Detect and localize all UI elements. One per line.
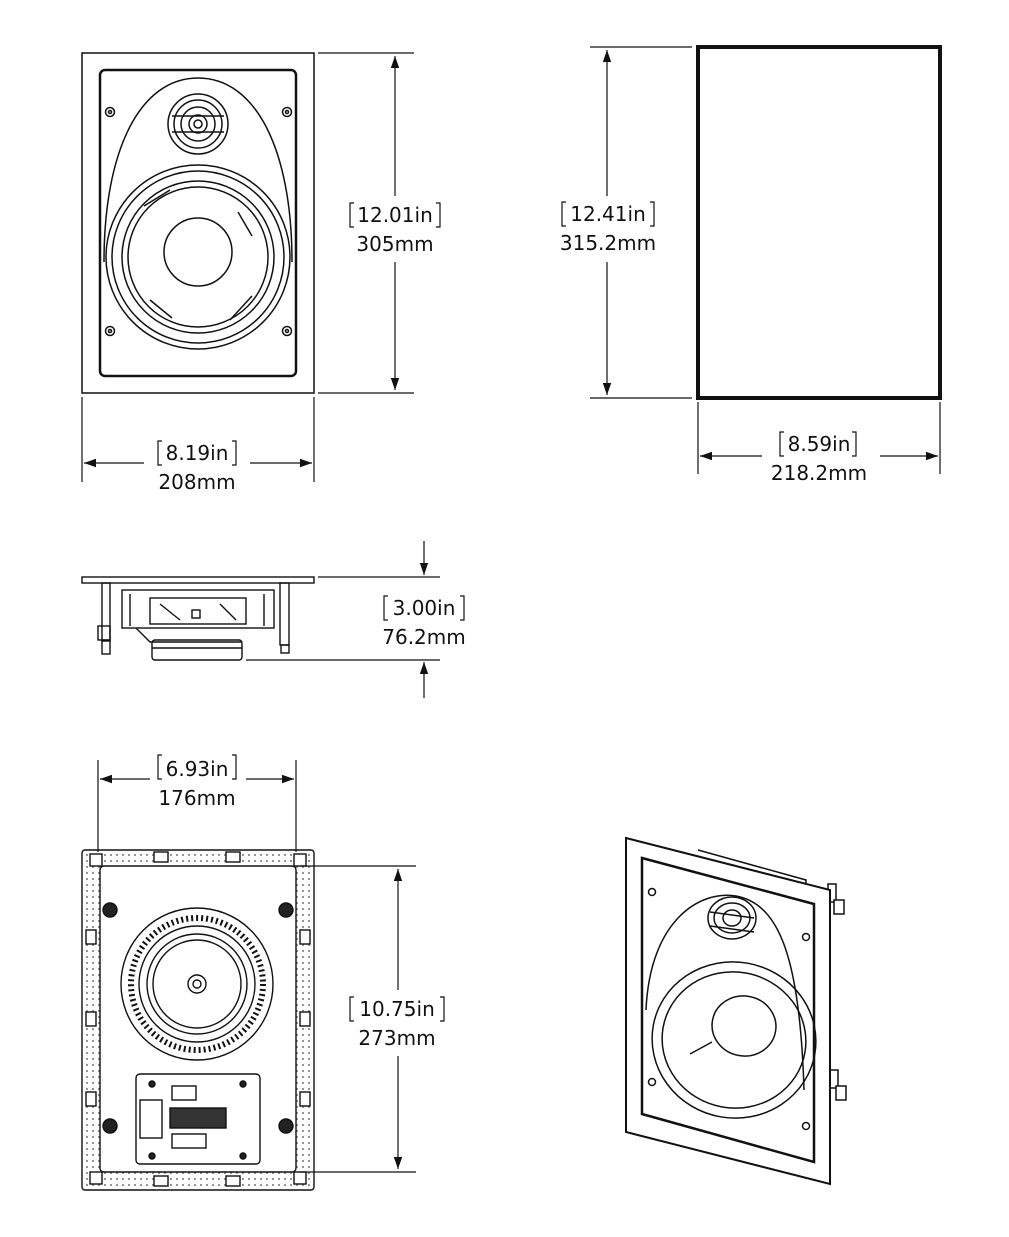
rear-height-in: 10.75in <box>359 997 435 1021</box>
depth-dimension <box>246 541 465 698</box>
screw-icon <box>104 106 293 337</box>
cutout-width-mm: 218.2mm <box>771 461 867 485</box>
terminal-plate <box>135 1073 261 1165</box>
cutout-template <box>696 45 942 400</box>
clamp-icon <box>102 902 294 1134</box>
front-width-dimension <box>81 397 315 482</box>
rear-width-dimension <box>97 754 297 852</box>
tweeter-iso-icon <box>707 896 757 940</box>
cutout-height-mm: 315.2mm <box>560 231 656 255</box>
front-width-mm: 208mm <box>158 470 235 494</box>
rear-width-in: 6.93in <box>166 757 229 781</box>
cutout-height-dimension <box>561 46 692 399</box>
woofer-magnet-icon <box>120 907 274 1061</box>
rear-height-mm: 273mm <box>358 1026 435 1050</box>
woofer-icon <box>105 164 291 350</box>
rear-width-mm: 176mm <box>158 786 235 810</box>
cutout-width-in: 8.59in <box>788 432 851 456</box>
depth-in: 3.00in <box>393 596 456 620</box>
side-view <box>81 576 315 661</box>
rear-view <box>81 849 315 1191</box>
front-height-mm: 305mm <box>356 232 433 256</box>
woofer-iso-icon <box>651 961 817 1119</box>
front-height-dimension <box>318 52 441 394</box>
front-width-in: 8.19in <box>166 441 229 465</box>
depth-mm: 76.2mm <box>382 625 466 649</box>
front-height-in: 12.01in <box>357 203 433 227</box>
isometric-view <box>625 836 847 1186</box>
cutout-width-dimension <box>697 402 941 474</box>
rear-height-dimension <box>300 865 445 1173</box>
front-view <box>81 52 315 394</box>
cutout-height-in: 12.41in <box>570 202 646 226</box>
tweeter-icon <box>167 93 229 155</box>
